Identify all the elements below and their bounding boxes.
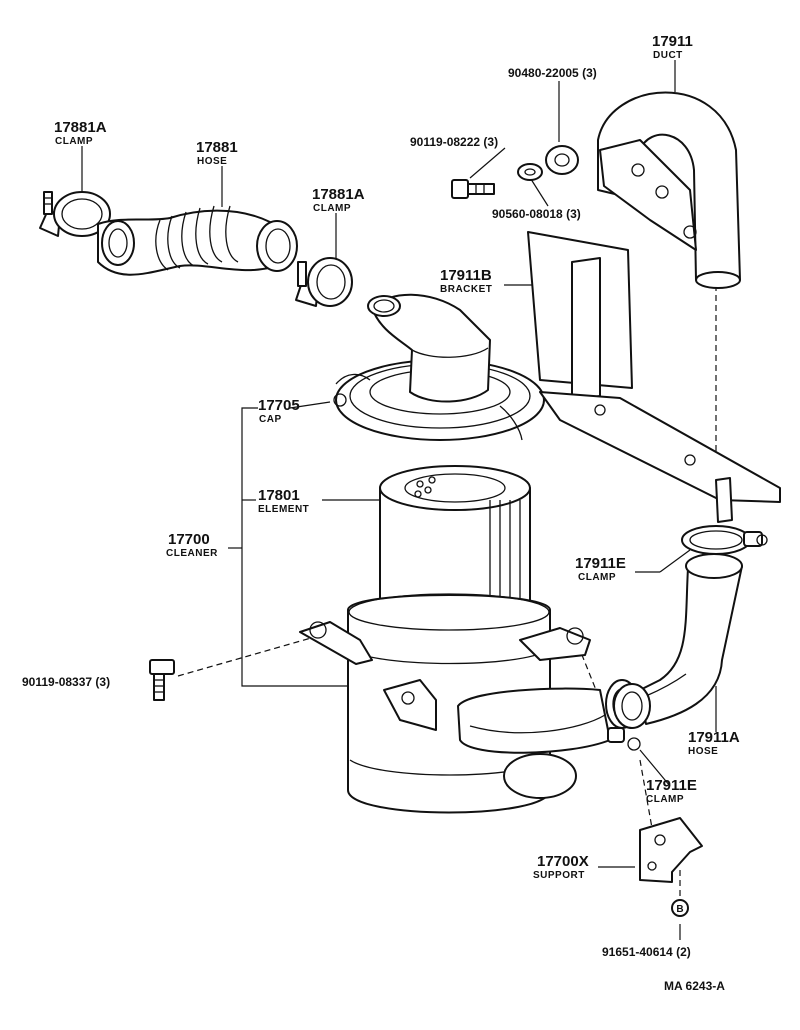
hose-top-number: 17881 bbox=[196, 139, 238, 156]
cap-drawing bbox=[333, 293, 545, 441]
clamp-e-top-number: 17911E bbox=[575, 555, 626, 572]
duct-name: DUCT bbox=[653, 50, 683, 61]
bolt-top-part-number: 90119-08222 (3) bbox=[410, 135, 498, 149]
support-drawing bbox=[639, 817, 703, 883]
cleaner-body-drawing bbox=[299, 593, 639, 814]
labels: 17881A CLAMP 17881 HOSE 17881A CLAMP 179… bbox=[22, 33, 740, 993]
bracket-number: 17911B bbox=[440, 267, 492, 284]
hose-right-number: 17911A bbox=[688, 729, 740, 746]
bracket-name: BRACKET bbox=[440, 284, 492, 295]
nut-marker: B bbox=[671, 899, 689, 917]
bolt-left-part-number: 90119-08337 (3) bbox=[22, 675, 110, 689]
nut-marker-letter: B bbox=[676, 904, 683, 915]
drawing-code: MA 6243-A bbox=[664, 979, 725, 993]
nut-part-number: 91651-40614 (2) bbox=[602, 945, 691, 959]
hose-right-name: HOSE bbox=[688, 746, 718, 757]
cap-name: CAP bbox=[259, 414, 282, 425]
collar-part-number: 90560-08018 (3) bbox=[492, 207, 581, 221]
bracket-drawing bbox=[527, 231, 781, 523]
clamp-e-top-drawing bbox=[681, 525, 768, 555]
duct-drawing bbox=[597, 91, 741, 289]
cleaner-number: 17700 bbox=[168, 531, 210, 548]
clamp-mid-number: 17881A bbox=[312, 186, 365, 203]
clamp-mid-name: CLAMP bbox=[313, 203, 351, 214]
clamp-left-name: CLAMP bbox=[55, 136, 93, 147]
hose-top-name: HOSE bbox=[197, 156, 227, 167]
duct-number: 17911 bbox=[652, 33, 693, 50]
clamp-mid-drawing bbox=[295, 257, 353, 307]
hose-right-drawing bbox=[613, 553, 743, 729]
element-name: ELEMENT bbox=[258, 504, 309, 515]
support-name: SUPPORT bbox=[533, 870, 585, 881]
clamp-e-low-number: 17911E bbox=[646, 777, 697, 794]
grommet-part-number: 90480-22005 (3) bbox=[508, 66, 597, 80]
clamp-e-low-name: CLAMP bbox=[646, 794, 684, 805]
bolt-left-drawing bbox=[149, 659, 175, 701]
leader-lines bbox=[81, 60, 717, 940]
top-fasteners-drawing bbox=[451, 145, 579, 199]
support-number: 17700X bbox=[537, 853, 589, 870]
clamp-left-drawing bbox=[39, 191, 111, 237]
clamp-e-low-drawing bbox=[607, 727, 641, 751]
element-number: 17801 bbox=[258, 487, 300, 504]
cap-number: 17705 bbox=[258, 397, 300, 414]
clamp-e-top-name: CLAMP bbox=[578, 572, 616, 583]
element-holes bbox=[414, 476, 436, 498]
clamp-left-number: 17881A bbox=[54, 119, 107, 136]
cleaner-name: CLEANER bbox=[166, 548, 218, 559]
hose-top-drawing bbox=[97, 205, 298, 276]
